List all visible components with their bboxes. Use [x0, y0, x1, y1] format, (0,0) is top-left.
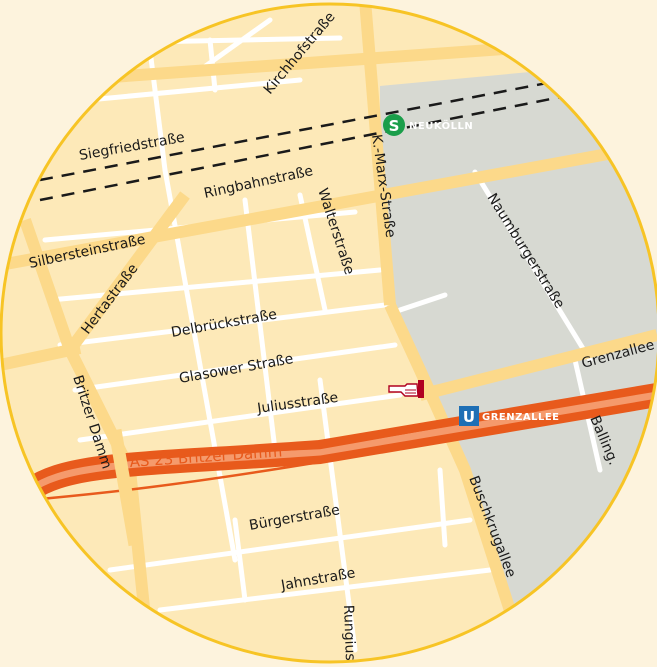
s-bahn-station-name: NEUKÖLLN	[409, 118, 473, 132]
s-bahn-station-neukoelln[interactable]: S NEUKÖLLN	[383, 114, 473, 136]
u-bahn-icon	[459, 406, 479, 426]
s-bahn-icon	[383, 114, 405, 136]
motorway	[23, 383, 657, 502]
u-bahn-station-name: GRENZALLEE	[482, 412, 560, 423]
street-label-rungiusstrasse: Rungius	[340, 605, 358, 661]
pointing-hand-icon[interactable]	[388, 380, 424, 398]
u-bahn-symbol: U	[463, 408, 475, 426]
u-bahn-station-grenzallee[interactable]: U GRENZALLEE	[459, 406, 560, 426]
railway	[39, 60, 657, 202]
britzer-damm-bridge	[108, 428, 142, 547]
s-bahn-symbol: S	[389, 117, 400, 135]
